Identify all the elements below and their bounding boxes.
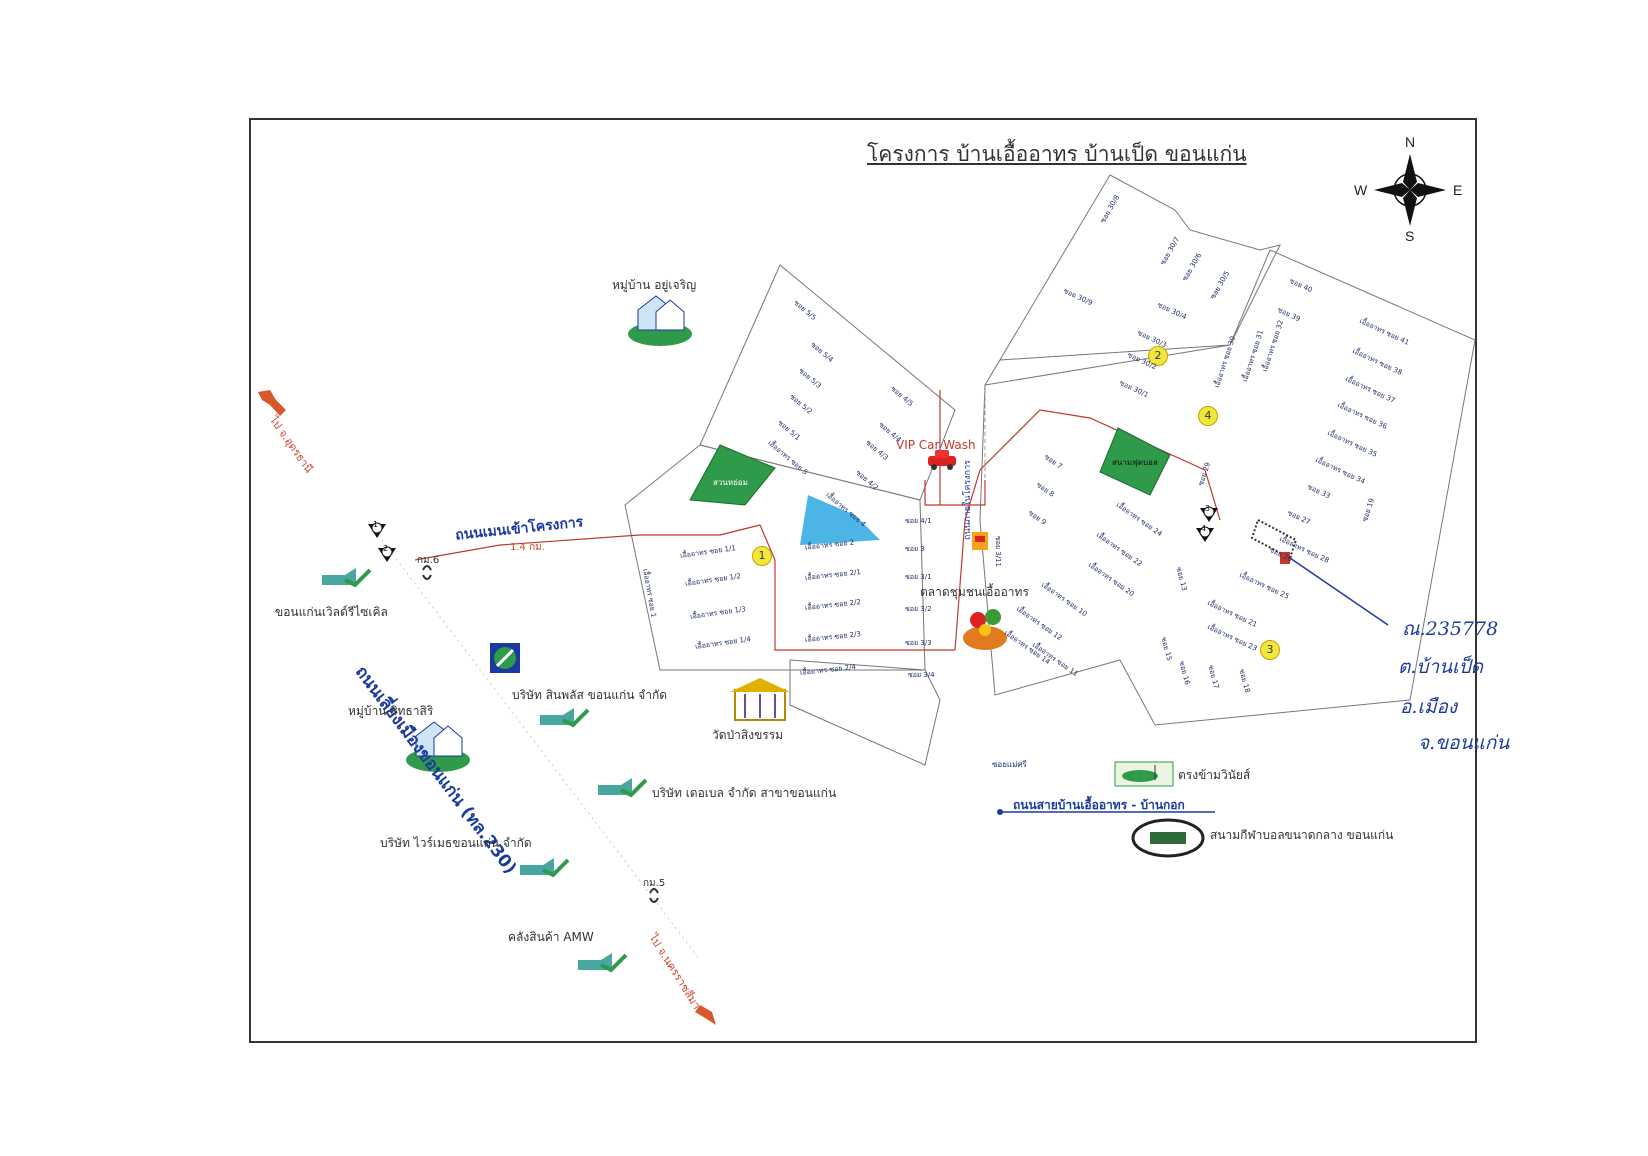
block-east bbox=[979, 249, 1476, 726]
block-west bbox=[624, 444, 926, 671]
park-label: สวนหย่อม bbox=[713, 478, 748, 487]
soi-label: ซอย 3/3 bbox=[905, 639, 932, 647]
project-blocks bbox=[624, 174, 1476, 766]
park-area bbox=[689, 444, 776, 506]
baan-kok-road-label: ถนนสายบ้านเอื้ออาทร - บ้านกอก bbox=[1013, 798, 1185, 812]
soi-label: ซอย 3/11 bbox=[994, 536, 1002, 568]
village-sittha-label: หมู่บ้าน สิทธาสิริ bbox=[348, 704, 434, 718]
village-sittha-icon bbox=[406, 721, 470, 772]
football-label: สนามฟุตบอล bbox=[1112, 458, 1158, 467]
marker-4-label: 4 bbox=[1201, 524, 1207, 533]
temple-icon bbox=[730, 678, 790, 721]
main-entry-road bbox=[414, 524, 761, 561]
compass-e: E bbox=[1453, 182, 1463, 198]
soi-label: ซอย 3/4 bbox=[908, 671, 935, 679]
block-mid-south bbox=[789, 659, 941, 766]
zone-3-badge: 3 bbox=[1260, 640, 1280, 660]
handwritten-district: อ.เมือง bbox=[1400, 696, 1458, 718]
baan-kok-road-line bbox=[997, 809, 1215, 815]
warm-company-label: บริษัท ไวร์เมธขอนแก่น จำกัด bbox=[380, 836, 532, 850]
golf-icon bbox=[1114, 761, 1174, 787]
village-yoocharoen-icon bbox=[628, 295, 692, 346]
sinphol-logo-icon bbox=[490, 643, 520, 673]
handwritten-pointer bbox=[1289, 557, 1389, 626]
km5-marker-icon bbox=[649, 888, 659, 903]
compass-s: S bbox=[1405, 228, 1415, 244]
stadium-icon bbox=[1131, 818, 1205, 858]
company-branch-label: บริษัท เดอเบล จำกัด สาขาขอนแก่น bbox=[652, 786, 837, 800]
main-entry-distance: 1.4 กม. bbox=[510, 542, 545, 553]
km5-label: กม.5 bbox=[643, 878, 666, 889]
handwritten-subdistrict: ต.บ้านเป็ด bbox=[1398, 656, 1483, 678]
arrow-to-udon-icon bbox=[258, 390, 286, 416]
compass-n: N bbox=[1405, 134, 1416, 150]
stadium-label: สนามกีฬาบอลขนาดกลาง ขอนแก่น bbox=[1210, 828, 1394, 842]
recycle-label: ขอนแก่นเวิลด์รีไซเคิล bbox=[275, 605, 388, 619]
marker-4-icon bbox=[1196, 526, 1214, 542]
market-basket-icon bbox=[963, 609, 1007, 650]
marker-2-label: 2 bbox=[383, 544, 389, 553]
sinphol-label: บริษัท สินพลัส ขอนแก่น จำกัด bbox=[512, 688, 668, 702]
map-frame bbox=[249, 118, 1477, 1043]
map-title: โครงการ บ้านเอื้ออาทร บ้านเป็ด ขอนแก่น bbox=[867, 142, 1247, 166]
km6-label: กม.6 bbox=[417, 555, 440, 566]
km6-marker-icon bbox=[422, 565, 432, 580]
marker-1-label: 1 bbox=[373, 520, 379, 529]
arrow-to-korat-icon bbox=[695, 1005, 716, 1025]
golf-label: ตรงข้ามวินัยส์ bbox=[1178, 768, 1251, 782]
water-pond bbox=[800, 495, 880, 545]
shop-icon bbox=[972, 532, 988, 550]
kho-bon-label: ซอยแม่ศรี bbox=[992, 760, 1027, 769]
handwritten-province: จ.ขอนแก่น bbox=[1418, 732, 1510, 754]
project-road-label: ถนนภายในโครงการ bbox=[963, 460, 973, 540]
marker-3-icon bbox=[1200, 506, 1218, 522]
warehouse-label: คลังสินค้า AMW bbox=[508, 930, 594, 944]
soi-label: ซอย 3/2 bbox=[905, 605, 932, 613]
zone-4-badge: 4 bbox=[1198, 406, 1218, 426]
market-label: ตลาดชุมชนเอื้ออาทร bbox=[920, 585, 1029, 599]
soi-label: ซอย 4/1 bbox=[905, 517, 932, 525]
car-wash-label: VIP Car Wash bbox=[896, 438, 976, 452]
marker-3-label: 3 bbox=[1205, 504, 1211, 513]
factory-warm-icon bbox=[520, 858, 570, 878]
car-icon bbox=[928, 450, 956, 470]
soi-label: ซอย 3 bbox=[905, 545, 925, 553]
temple-label: วัดป่าสิงขรรม bbox=[712, 728, 784, 742]
bypass-highway bbox=[377, 534, 701, 961]
compass-w: W bbox=[1354, 182, 1368, 198]
block-northeast bbox=[984, 174, 1281, 386]
marker-2-icon bbox=[378, 546, 396, 562]
village-yoocharoen-label: หมู่บ้าน อยู่เจริญ bbox=[612, 278, 697, 292]
factory-sinphol-icon bbox=[540, 708, 590, 728]
internal-roads bbox=[414, 390, 1221, 651]
zone-2-badge: 2 bbox=[1148, 346, 1168, 366]
compass-rose-icon bbox=[1374, 154, 1446, 226]
handwritten-deed-number: ณ.235778 bbox=[1402, 618, 1499, 640]
football-field bbox=[1099, 427, 1171, 496]
factory-recycle-icon bbox=[322, 568, 372, 588]
factory-warehouse-icon bbox=[578, 953, 628, 973]
soi-label: ซอย 3/1 bbox=[905, 573, 932, 581]
marker-1-icon bbox=[368, 522, 386, 538]
zone-1-badge: 1 bbox=[752, 546, 772, 566]
factory-branch-icon bbox=[598, 778, 648, 798]
